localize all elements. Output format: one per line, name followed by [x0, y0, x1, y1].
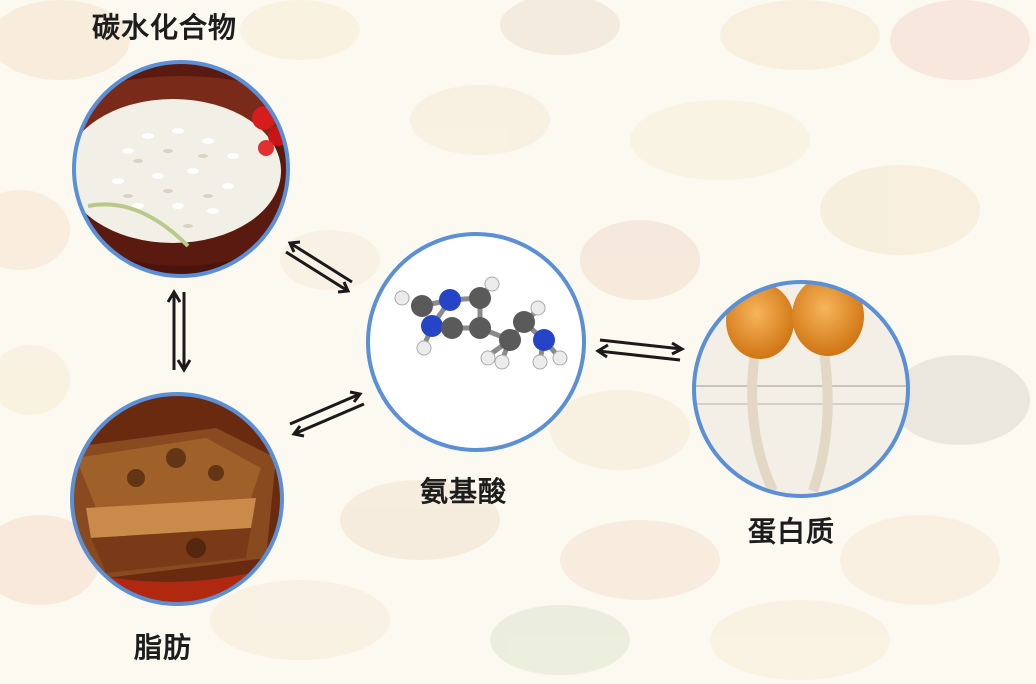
egg-yolk-image — [692, 280, 910, 498]
equilibrium-arrow-amino-protein — [595, 338, 686, 362]
amino-acid-label: 氨基酸 — [420, 475, 508, 508]
molecule-model — [366, 232, 586, 452]
carbohydrate-label: 碳水化合物 — [92, 11, 238, 44]
braised-pork-image — [70, 392, 284, 606]
protein-label: 蛋白质 — [748, 515, 836, 548]
equilibrium-arrow-carb-fat — [166, 289, 192, 373]
equilibrium-arrow-fat-amino — [289, 390, 365, 438]
fat-label: 脂肪 — [134, 631, 193, 664]
equilibrium-arrow-carb-amino — [285, 240, 353, 294]
rice-bowl-image — [72, 60, 290, 278]
